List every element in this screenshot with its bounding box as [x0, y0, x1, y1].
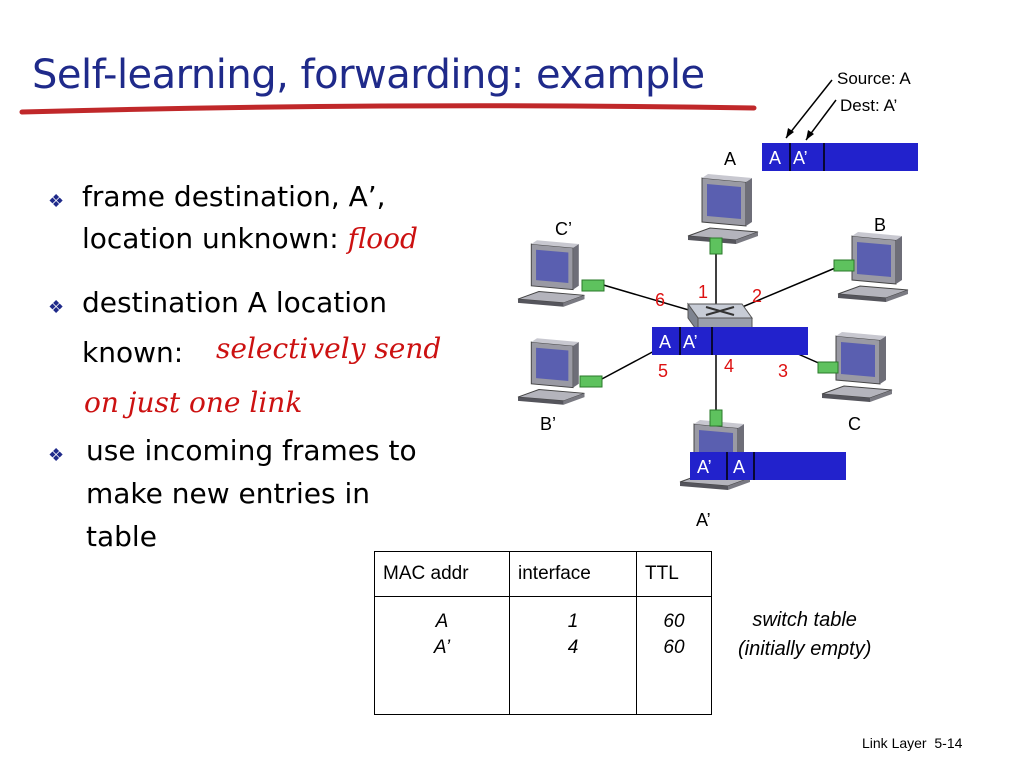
frame-middle [652, 327, 808, 355]
table-row: A A’ 1 4 60 60 [374, 596, 712, 715]
switch-table-note: switch table (initially empty) [738, 606, 871, 664]
frame-bottom-src: A’ [697, 457, 712, 477]
switch-table-header: MAC addr interface TTL [374, 551, 712, 597]
row-1-ttl: 60 [663, 611, 685, 632]
bullet-3-line1: use incoming frames to [86, 434, 417, 467]
row-2-mac: A’ [433, 637, 451, 658]
interface-5-label: 5 [658, 361, 668, 381]
port-b-prime [579, 375, 603, 388]
row-2-iface: 4 [567, 637, 579, 658]
bullet-2-emphasis-cont: on just one link [84, 386, 303, 419]
frame-bottom-dst: A [733, 457, 745, 477]
frame-middle-src: A [659, 332, 671, 352]
mac-cell: A A’ [374, 596, 510, 715]
switch-note-line2: (initially empty) [738, 638, 872, 660]
col-interface: interface [509, 551, 637, 597]
title-underline [19, 103, 757, 115]
port-c [817, 361, 839, 374]
frame-top-src: A [769, 148, 781, 168]
frame-bottom [690, 452, 846, 480]
host-b-label: B [874, 215, 886, 235]
bullet-2-line1: destination A location [82, 286, 387, 319]
row-1-iface: 1 [567, 611, 579, 632]
interface-6-label: 6 [655, 290, 665, 310]
row-2-ttl: 60 [663, 637, 685, 658]
switch-note-line1: switch table [752, 609, 857, 631]
host-b-prime-label: B’ [540, 414, 556, 434]
bullet-3-icon: ❖ [48, 445, 65, 465]
source-arrow [785, 79, 833, 139]
host-c-label: C [848, 414, 861, 434]
host-b-prime[interactable] [517, 337, 585, 406]
row-1-mac: A [435, 611, 449, 632]
col-mac-addr: MAC addr [374, 551, 510, 597]
bullet-3-line2: make new entries in [86, 477, 371, 510]
frame-top [762, 143, 918, 171]
interface-2-label: 2 [752, 286, 762, 306]
bullet-1-line2: location unknown: flood [82, 222, 418, 255]
port-c-prime [581, 279, 605, 292]
bullet-2-emphasis: selectively send [216, 332, 442, 365]
interface-cell: 1 4 [509, 596, 637, 715]
bullet-3-line3: table [86, 520, 157, 553]
frame-middle-dst: A’ [683, 332, 698, 352]
bullet-2-icon: ❖ [48, 297, 65, 317]
bullet-1-line1: frame destination, A’, [82, 180, 386, 213]
slide-footer: Link Layer 5-14 [862, 735, 963, 751]
port-b [833, 259, 855, 272]
host-c-prime[interactable] [517, 239, 585, 308]
host-a-label: A [724, 149, 736, 169]
host-a-prime-label: A’ [696, 510, 711, 530]
frame-top-dst: A’ [793, 148, 808, 168]
bullet-1-prefix: location unknown: [82, 222, 339, 255]
bullet-2-line2: known: [82, 336, 184, 369]
ports [579, 237, 855, 427]
host-a[interactable] [687, 173, 759, 245]
bullet-1-icon: ❖ [48, 191, 65, 211]
dest-label: Dest: A’ [840, 96, 897, 115]
interface-4-label: 4 [724, 356, 734, 376]
interface-3-label: 3 [778, 361, 788, 381]
source-label: Source: A [837, 69, 911, 88]
ttl-cell: 60 60 [636, 596, 712, 715]
slide-title: Self-learning, forwarding: example [32, 52, 705, 98]
host-c-prime-label: C’ [555, 219, 572, 239]
switch-table: MAC addr interface TTL A A’ 1 4 60 60 [374, 551, 712, 715]
port-a-prime [709, 409, 723, 427]
bullet-1-emphasis: flood [347, 222, 418, 255]
col-ttl: TTL [636, 551, 712, 597]
port-a [709, 237, 723, 255]
interface-1-label: 1 [698, 282, 708, 302]
